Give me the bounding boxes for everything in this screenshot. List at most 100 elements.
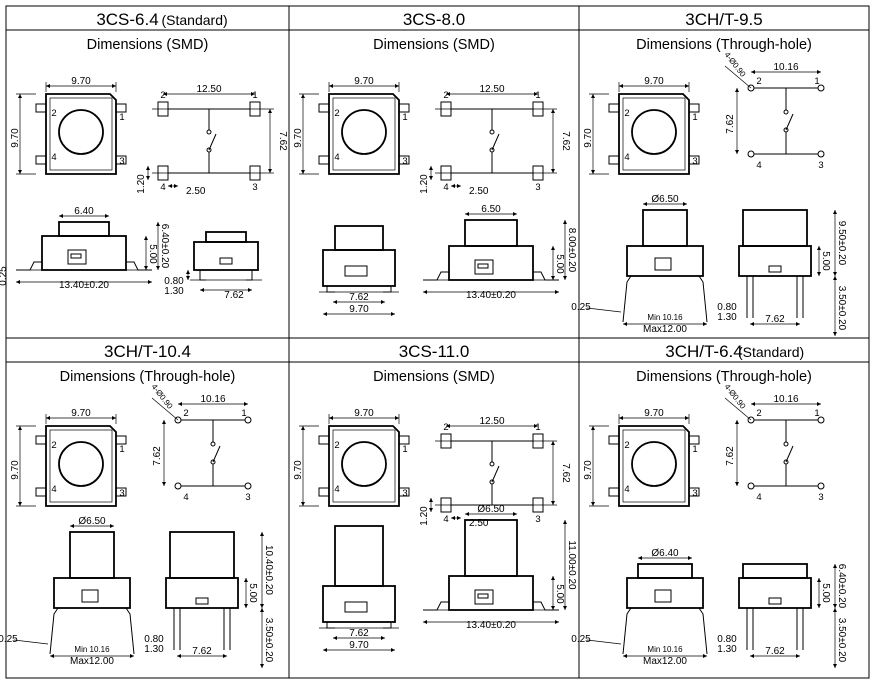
- dim-arrow: [563, 606, 567, 610]
- dim-arrow: [833, 276, 837, 280]
- th-lead: [49, 607, 59, 655]
- switch-lever: [491, 133, 500, 151]
- dim-arrow: [146, 176, 150, 180]
- dim-arrow: [381, 636, 385, 640]
- dim-arrow: [301, 502, 305, 506]
- total-height-label: 8.00±0.20: [566, 228, 577, 273]
- body-height-label: 9.70: [293, 128, 304, 148]
- dim-arrow: [446, 92, 450, 96]
- lead-width-label: 1.30: [144, 644, 164, 655]
- body-height-label: 9.70: [10, 128, 21, 148]
- body-inner: [622, 429, 686, 503]
- pad-width-label: 1.20: [419, 506, 430, 526]
- body-width-label: 9.70: [644, 408, 664, 419]
- cap-width-label: 6.40: [74, 206, 94, 217]
- dim-arrow: [260, 532, 264, 536]
- cap-dia-label: Ø6.40: [651, 548, 679, 559]
- dim-arrow: [423, 290, 427, 294]
- dim-arrow: [751, 402, 755, 406]
- switch-body: [53, 577, 131, 609]
- pin-label-2: 2: [624, 440, 629, 451]
- span-label: 13.40±0.20: [466, 290, 516, 301]
- schem-pin-1: 1: [814, 408, 819, 419]
- lead-width-label: 1.30: [164, 286, 184, 297]
- dim-arrow: [551, 276, 555, 280]
- dim-arrow: [186, 270, 190, 274]
- schem-pin-1: 1: [535, 90, 540, 101]
- schem-pin-2: 2: [160, 90, 165, 101]
- body-height-label: 9.70: [583, 460, 594, 480]
- schem-pin-3: 3: [535, 514, 540, 525]
- dim-arrow: [551, 169, 555, 173]
- dim-arrow: [251, 92, 255, 96]
- lead-width-label: 0.80: [144, 634, 164, 645]
- dim-arrow: [703, 322, 707, 326]
- dim-arrow: [429, 166, 433, 170]
- dim-arrow: [750, 654, 754, 658]
- dim-arrow: [833, 664, 837, 668]
- dim-arrow: [817, 70, 821, 74]
- switch-body: [328, 93, 400, 175]
- schem-width-label: 12.50: [196, 84, 221, 95]
- pin-label-4: 4: [334, 484, 339, 495]
- switch-contact: [489, 129, 495, 135]
- body-width-label: 9.70: [349, 640, 369, 651]
- pitch-label: 7.62: [349, 292, 369, 303]
- dim-arrow: [446, 424, 450, 428]
- cell-title: 3CH/T-6.4: [665, 342, 742, 361]
- dim-arrow: [591, 502, 595, 506]
- lead-width-label: 1.30: [717, 644, 737, 655]
- cell-subtitle: Dimensions (SMD): [373, 37, 495, 53]
- dim-arrow: [333, 300, 337, 304]
- cap-dia-label: Ø6.50: [78, 516, 106, 527]
- dim-arrow: [555, 620, 559, 624]
- dim-arrow: [248, 288, 252, 292]
- schem-pin-3: 3: [252, 182, 257, 193]
- pin-label-1: 1: [402, 444, 407, 455]
- body-height-label: 9.70: [293, 460, 304, 480]
- dim-arrow: [817, 246, 821, 250]
- schem-width-label: 12.50: [479, 416, 504, 427]
- dim-arrow: [18, 94, 22, 98]
- dim-arrow: [534, 424, 538, 428]
- dim-arrow: [105, 214, 109, 218]
- cell-title: 3CH/T-9.5: [685, 10, 762, 29]
- dim-arrow: [260, 604, 264, 608]
- pin-label-3: 3: [402, 156, 407, 167]
- cell-subtitle: Dimensions (Through-hole): [60, 369, 236, 385]
- cell-subtitle: Dimensions (Through-hole): [636, 37, 812, 53]
- schem-pin-2: 2: [443, 422, 448, 433]
- dim-arrow: [619, 416, 623, 420]
- dim-arrow: [146, 166, 150, 170]
- dim-arrow: [685, 84, 689, 88]
- dim-arrow: [688, 556, 692, 560]
- dim-arrow: [260, 664, 264, 668]
- total-height-label: 10.40±0.20: [263, 545, 274, 595]
- dim-arrow: [591, 426, 595, 430]
- dim-arrow: [46, 416, 50, 420]
- pad-width-label: 1.20: [136, 174, 147, 194]
- min-span-label: Min 10.16: [647, 645, 683, 654]
- lead-length-label: 3.50±0.20: [263, 618, 274, 663]
- dim-arrow: [735, 482, 739, 486]
- pin-label-2: 2: [51, 440, 56, 451]
- dim-arrow: [130, 654, 134, 658]
- lead-width-label: 1.30: [717, 312, 737, 323]
- switch-body: [738, 577, 812, 609]
- dim-arrow: [177, 654, 181, 658]
- schem-pin-1: 1: [252, 90, 257, 101]
- lead-width-label: 0.80: [717, 302, 737, 313]
- dim-arrow: [429, 176, 433, 180]
- actuator-cap: [58, 221, 110, 237]
- dim-arrow: [457, 184, 461, 188]
- window-mark: [70, 253, 82, 259]
- schem-width-label: 12.50: [479, 84, 504, 95]
- body-height-label: 5.00: [554, 584, 565, 604]
- cap-width-label: 6.50: [481, 204, 501, 215]
- cap-width-label: Ø6.50: [477, 504, 505, 515]
- body-inner: [332, 429, 396, 503]
- body-height-label: 9.70: [10, 460, 21, 480]
